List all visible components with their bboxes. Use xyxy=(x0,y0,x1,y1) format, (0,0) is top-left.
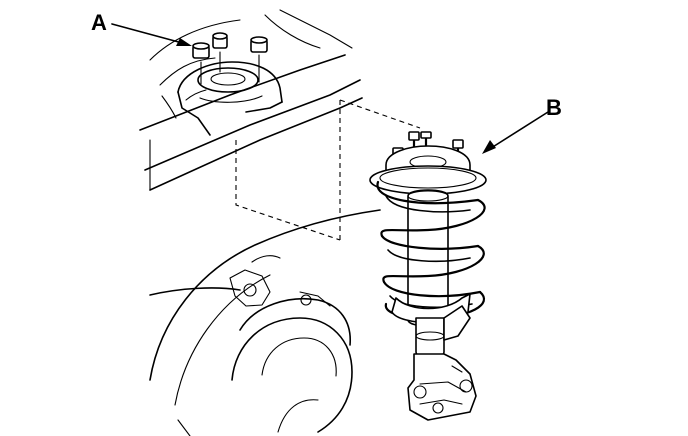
callout-b-leader xyxy=(482,111,549,154)
callout-a-leader xyxy=(111,23,192,46)
callout-label-b: B xyxy=(546,95,562,120)
alignment-guide xyxy=(235,99,421,241)
wheel-hub-area xyxy=(149,209,381,436)
strut-assembly xyxy=(369,131,487,421)
flange-nut-right xyxy=(250,36,268,83)
flange-nut-left xyxy=(192,42,210,85)
flange-nut-center xyxy=(212,32,228,73)
strut-tower-body xyxy=(139,9,363,191)
callout-label-a: A xyxy=(91,10,107,35)
flange-nuts xyxy=(192,32,268,85)
